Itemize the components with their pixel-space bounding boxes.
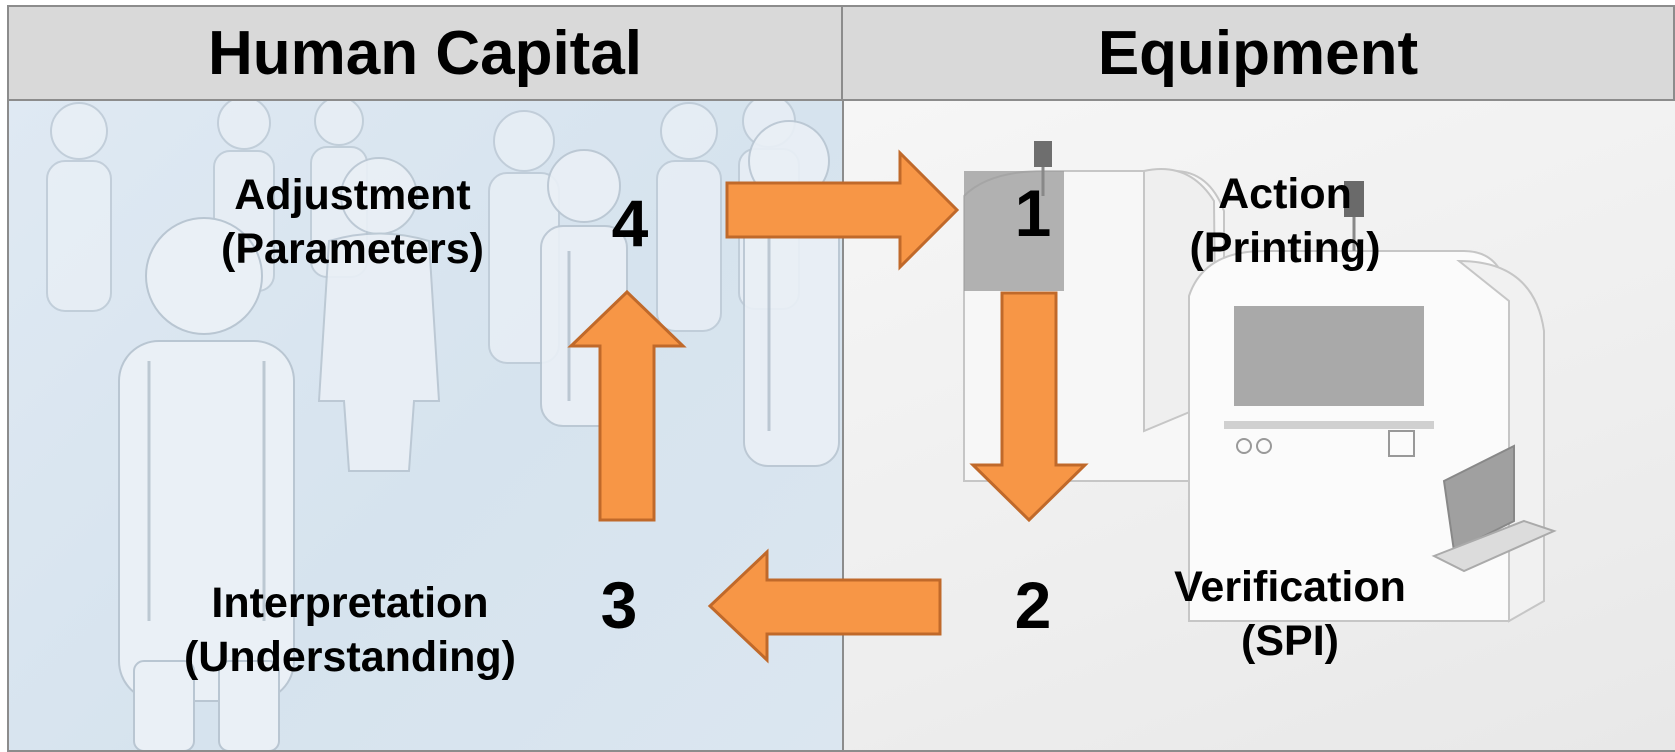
step-label-3: Interpretation (Understanding) xyxy=(150,576,550,684)
arrow-up-icon xyxy=(567,289,687,522)
arrow-down-icon xyxy=(969,291,1089,523)
step-label-1: Action (Printing) xyxy=(1145,167,1425,275)
step-number-2: 2 xyxy=(1014,568,1052,642)
header-human-capital: Human Capital xyxy=(7,5,843,101)
step-number-4: 4 xyxy=(611,186,649,260)
step-3-title: Interpretation xyxy=(211,579,489,627)
step-1-subtitle: (Printing) xyxy=(1189,224,1381,272)
equipment-panel xyxy=(842,101,1675,752)
step-1-title: Action xyxy=(1218,170,1352,218)
arrow-left-icon xyxy=(707,548,942,664)
step-label-2: Verification (SPI) xyxy=(1135,560,1445,668)
step-4-subtitle: (Parameters) xyxy=(221,225,484,273)
step-number-3: 3 xyxy=(600,568,638,642)
smt-printer-machines-illustration xyxy=(963,141,1557,623)
step-2-title: Verification xyxy=(1174,563,1406,611)
arrow-right-icon xyxy=(725,149,960,271)
step-number-1: 1 xyxy=(1014,176,1052,250)
step-4-title: Adjustment xyxy=(234,171,471,219)
step-3-subtitle: (Understanding) xyxy=(183,633,517,681)
step-label-4: Adjustment (Parameters) xyxy=(185,168,520,276)
header-equipment: Equipment xyxy=(841,5,1675,101)
step-2-subtitle: (SPI) xyxy=(1241,617,1339,665)
human-capital-panel xyxy=(7,101,842,752)
